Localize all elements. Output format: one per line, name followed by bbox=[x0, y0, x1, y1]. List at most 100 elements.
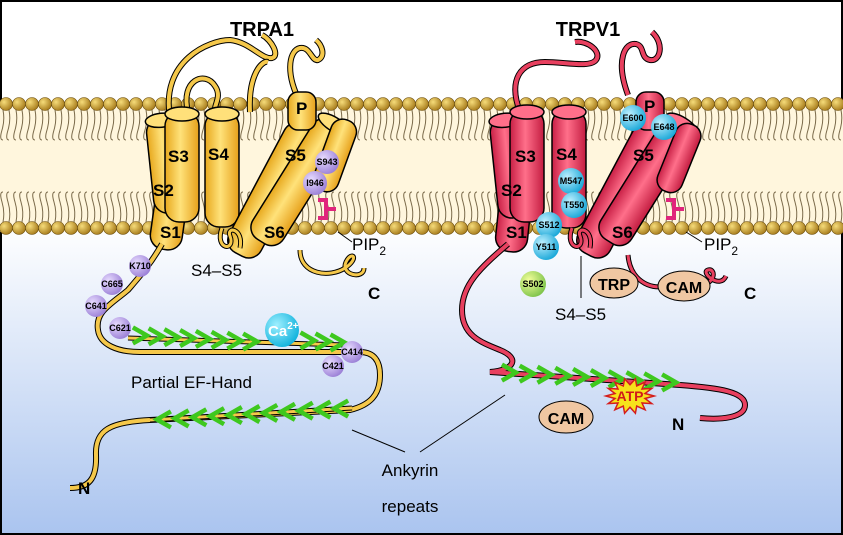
trpa1-top-loop bbox=[166, 33, 278, 119]
ankyrin-chevron bbox=[258, 402, 279, 423]
svg-text:C421: C421 bbox=[322, 361, 344, 371]
trpa1-label-s4: S4 bbox=[208, 145, 229, 164]
ankyrin-chevron bbox=[643, 371, 663, 392]
lipid-head bbox=[727, 221, 741, 235]
lipid-head bbox=[740, 221, 754, 235]
lipid-head bbox=[298, 221, 312, 235]
lipid-head bbox=[337, 97, 351, 111]
lipid-head bbox=[77, 97, 91, 111]
trpa1-s3s4-loop bbox=[247, 59, 269, 113]
trpa1-title: TRPA1 bbox=[230, 19, 294, 41]
lipid-head bbox=[0, 221, 13, 235]
lipid-tail bbox=[403, 191, 414, 223]
lipid-head bbox=[38, 221, 52, 235]
lipid-tail bbox=[0, 191, 11, 223]
lipid-head bbox=[116, 97, 130, 111]
trpv1-pip2-marker bbox=[666, 198, 684, 220]
lipid-head bbox=[740, 97, 754, 111]
lipid-tail bbox=[468, 191, 479, 223]
lipid-tail bbox=[728, 191, 739, 223]
trpv1-top-loop bbox=[513, 39, 600, 113]
lipid-head bbox=[454, 221, 468, 235]
lipid-tail bbox=[117, 109, 128, 141]
trpv1-atp-site: ATP bbox=[602, 377, 658, 415]
residue-s943: S943 bbox=[315, 150, 339, 174]
lipid-tail bbox=[715, 109, 726, 141]
ankyrin-chevron bbox=[240, 404, 261, 424]
lipid-tail bbox=[598, 109, 609, 141]
ankyrin-chevron bbox=[536, 364, 557, 385]
trpv1-n-label: N bbox=[672, 415, 684, 434]
residue-t550: T550 bbox=[561, 192, 587, 218]
ankyrin-chevron bbox=[329, 332, 350, 353]
lipid-tail bbox=[429, 191, 440, 223]
trpv1-pore-loop bbox=[619, 30, 662, 96]
lipid-tail bbox=[455, 109, 466, 141]
lipid-tail bbox=[39, 191, 50, 223]
lipid-tail bbox=[26, 191, 37, 223]
atp-starburst bbox=[602, 377, 658, 415]
lipid-tail bbox=[39, 109, 50, 141]
lipid-head bbox=[480, 221, 494, 235]
lipid-tail bbox=[741, 191, 752, 223]
lipid-tail bbox=[455, 191, 466, 223]
trpv1-label-s1: S1 bbox=[506, 223, 527, 242]
lipid-tail bbox=[481, 191, 492, 223]
trpa1-helix-p bbox=[287, 91, 317, 131]
lipid-tail bbox=[806, 191, 817, 223]
lipid-head bbox=[259, 97, 273, 111]
lipid-head bbox=[0, 97, 13, 111]
lipid-head bbox=[805, 221, 819, 235]
svg-text:E648: E648 bbox=[653, 122, 674, 132]
svg-text:Y511: Y511 bbox=[536, 242, 557, 252]
lipid-head bbox=[714, 221, 728, 235]
ankyrin-chevron bbox=[660, 372, 681, 393]
lipid-tail bbox=[468, 109, 479, 141]
lipid-tail bbox=[130, 109, 141, 141]
lipid-head bbox=[493, 97, 507, 111]
trpa1-ankyrin-repeats-upper bbox=[131, 325, 350, 353]
trpv1-pip2-label: PIP2 bbox=[704, 235, 738, 258]
lipid-tail bbox=[104, 191, 115, 223]
lipid-head bbox=[272, 97, 286, 111]
lipid-tail bbox=[715, 191, 726, 223]
lipid-tail bbox=[377, 109, 388, 141]
lipid-head bbox=[402, 97, 416, 111]
lipid-head bbox=[389, 221, 403, 235]
lipid-tail bbox=[13, 191, 24, 223]
lipid-head bbox=[766, 221, 780, 235]
residue-c665: C665 bbox=[101, 273, 123, 295]
lipid-tail bbox=[247, 109, 258, 141]
lipid-tail bbox=[676, 191, 687, 223]
trpa1-label-s5: S5 bbox=[285, 146, 306, 165]
trpv1-label-s3: S3 bbox=[515, 147, 536, 166]
lipid-head bbox=[64, 221, 78, 235]
residue-e600: E600 bbox=[620, 105, 646, 131]
lipid-tail bbox=[832, 191, 843, 223]
ankyrin-chevron bbox=[299, 330, 320, 351]
trpa1-c-label: C bbox=[368, 284, 380, 303]
lipid-tail bbox=[117, 191, 128, 223]
lipid-head bbox=[688, 221, 702, 235]
lipid-tail bbox=[429, 109, 440, 141]
lipid-tail bbox=[442, 109, 453, 141]
trpv1-c-label: C bbox=[744, 284, 756, 303]
trpv1-cam-c: CAM bbox=[657, 270, 711, 302]
lipid-tail bbox=[65, 109, 76, 141]
lipid-tail bbox=[702, 191, 713, 223]
lipid-tail bbox=[403, 109, 414, 141]
svg-text:M547: M547 bbox=[560, 176, 583, 186]
residue-e648: E648 bbox=[651, 114, 677, 140]
residue-s512: S512 bbox=[536, 212, 562, 238]
lipid-tail bbox=[65, 191, 76, 223]
residue-c621: C621 bbox=[109, 317, 131, 339]
ankyrin-chevron bbox=[170, 408, 190, 429]
lipid-tail bbox=[767, 191, 778, 223]
ankyrin-chevron bbox=[294, 400, 314, 421]
lipid-tail bbox=[741, 109, 752, 141]
lipid-head bbox=[324, 221, 338, 235]
svg-text:TRP: TRP bbox=[598, 277, 630, 294]
trpa1-s4s5-label: S4–S5 bbox=[191, 261, 242, 280]
